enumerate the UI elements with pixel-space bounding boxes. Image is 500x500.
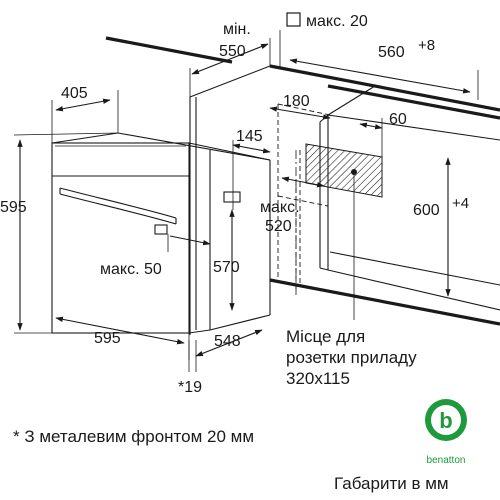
units-caption: Габарити в мм — [334, 474, 449, 493]
max-20-label: макс. 20 — [306, 13, 368, 30]
logo-letter: b — [439, 408, 452, 433]
cabinet-niche — [105, 36, 500, 335]
niche-height: 600 — [413, 202, 440, 219]
front-panel-depth: 145 — [236, 128, 263, 145]
dimension-labels: мін. 550 макс. 20 560 +8 405 595 180 60 … — [0, 12, 469, 396]
benatton-logo: b benatton — [425, 399, 467, 466]
oven-depth-top: 405 — [61, 85, 88, 102]
logo-text: benatton — [427, 455, 466, 466]
oven-body-height: 570 — [213, 259, 240, 276]
niche-height-tol: +4 — [452, 195, 469, 212]
front-footnote-mark: *19 — [178, 379, 202, 396]
oven-width: 595 — [94, 330, 121, 347]
socket-caption-line3: 320x115 — [286, 369, 350, 388]
handle-max: макс. 50 — [100, 261, 162, 278]
oven — [51, 132, 271, 334]
socket-caption: Місце для розетки приладу 320x115 — [286, 327, 417, 388]
niche-width-tol: +8 — [418, 37, 435, 54]
niche-depth-min: 550 — [219, 43, 246, 60]
logo-inner — [431, 405, 461, 435]
socket-caption-line2: розетки приладу — [286, 348, 417, 367]
socket-width-top: 60 — [389, 111, 407, 128]
socket-area — [305, 143, 383, 198]
socket-caption-line1: Місце для — [286, 327, 365, 346]
niche-depth-max: 520 — [265, 218, 292, 235]
footnote: * З металевим фронтом 20 мм — [13, 427, 254, 446]
niche-width: 560 — [378, 44, 405, 61]
box-icon — [286, 12, 301, 27]
min-label: мін. — [223, 21, 251, 38]
dimension-lines — [13, 30, 479, 372]
oven-body-depth: 548 — [214, 333, 241, 350]
oven-height: 595 — [0, 199, 27, 216]
niche-depth-max-label: макс. — [260, 199, 300, 216]
socket-offset-top: 180 — [283, 93, 310, 110]
